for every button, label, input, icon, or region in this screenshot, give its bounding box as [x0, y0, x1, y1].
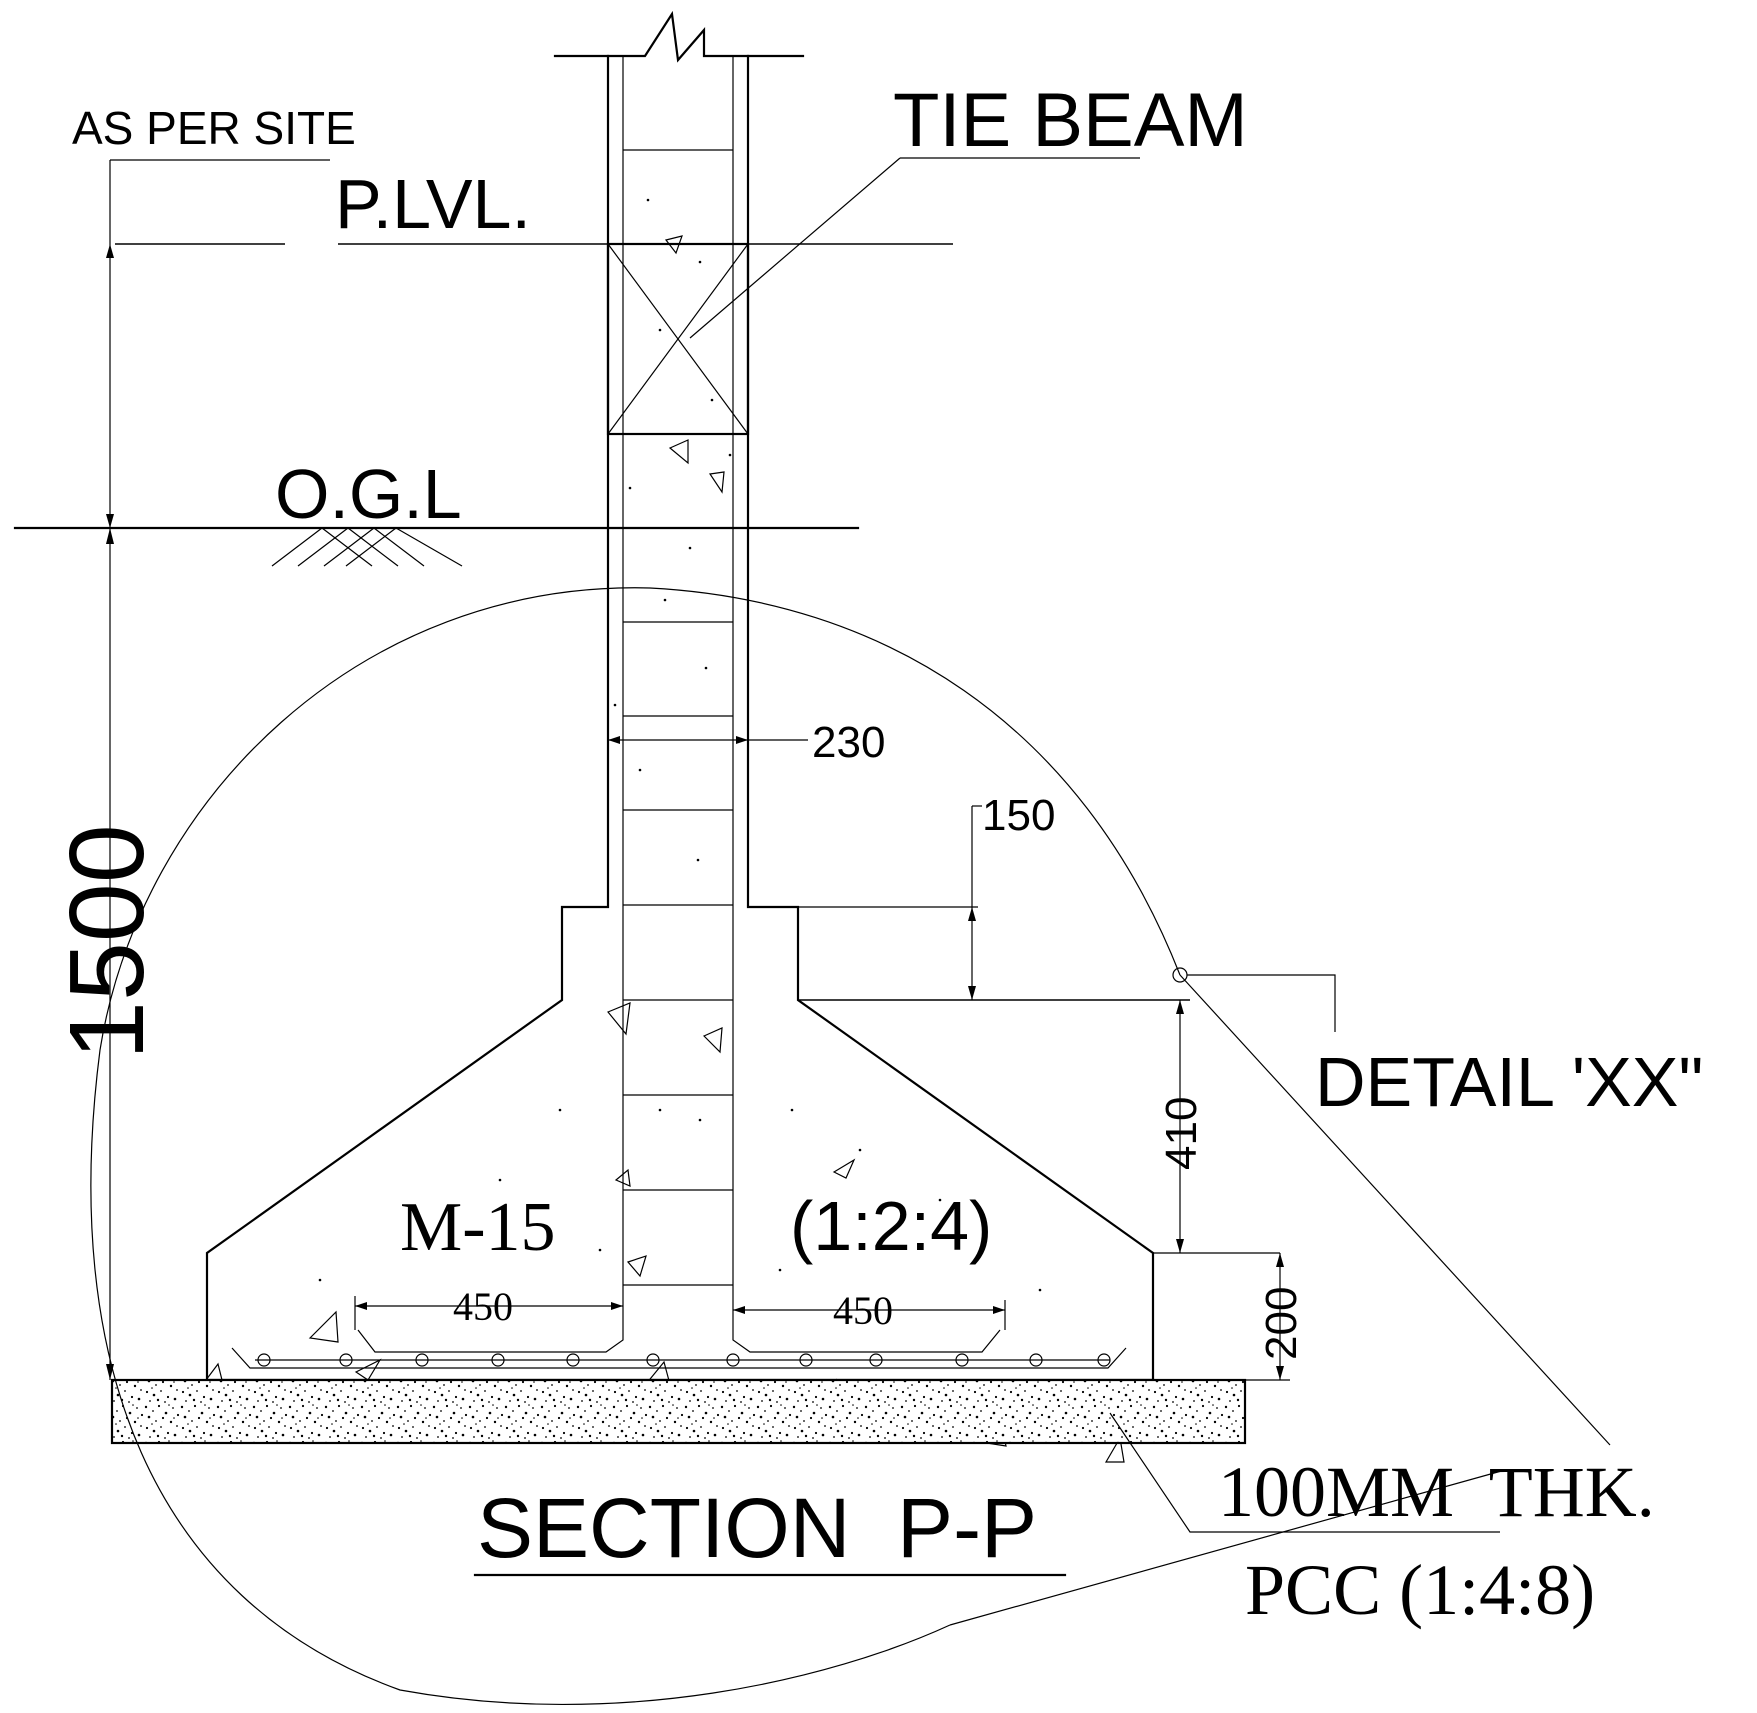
bottom-reinforcement: [231, 1290, 1127, 1369]
dimension-450-left-label: 450: [453, 1284, 513, 1329]
dimension-1500-label: 1500: [48, 824, 166, 1060]
dimension-1500: [106, 159, 330, 1380]
section-title: SECTION P-P: [477, 1481, 1037, 1575]
detail-callout-label: DETAIL 'XX": [1315, 1043, 1703, 1121]
column: [553, 10, 805, 1290]
dimension-200-label: 200: [1257, 1287, 1306, 1360]
pcc-leader: [1109, 1412, 1500, 1533]
dimension-410: [1153, 1000, 1280, 1254]
ogl-label: O.G.L: [275, 455, 462, 533]
dimension-230: [608, 736, 808, 744]
as-per-site-label: AS PER SITE: [72, 102, 356, 154]
plinth-level-label: P.LVL.: [335, 165, 531, 243]
pcc-mix-label: PCC (1:4:8): [1245, 1550, 1595, 1630]
dimension-450-left: [354, 1296, 623, 1330]
dimension-150-label: 150: [982, 791, 1055, 840]
concrete-mix-label: (1:2:4): [790, 1187, 992, 1265]
dimension-150: [798, 805, 982, 1000]
ground-hatch-icon: [271, 527, 463, 567]
dimension-410-label: 410: [1157, 1097, 1206, 1170]
column-ties: [623, 149, 733, 1286]
concrete-grade-label: M-15: [400, 1189, 556, 1266]
tie-beam: [606, 242, 750, 436]
pcc-bed: [110, 1378, 1247, 1445]
dimension-200: [1153, 1253, 1290, 1381]
tie-beam-leader: [689, 157, 1140, 339]
dimension-230-label: 230: [812, 718, 885, 767]
detail-circle: [90, 587, 1611, 1706]
pcc-thickness-label: 100MM THK.: [1218, 1452, 1655, 1532]
tie-beam-label: TIE BEAM: [893, 78, 1248, 163]
dimension-450-right-label: 450: [833, 1288, 893, 1333]
dimension-450-right: [733, 1300, 1006, 1330]
